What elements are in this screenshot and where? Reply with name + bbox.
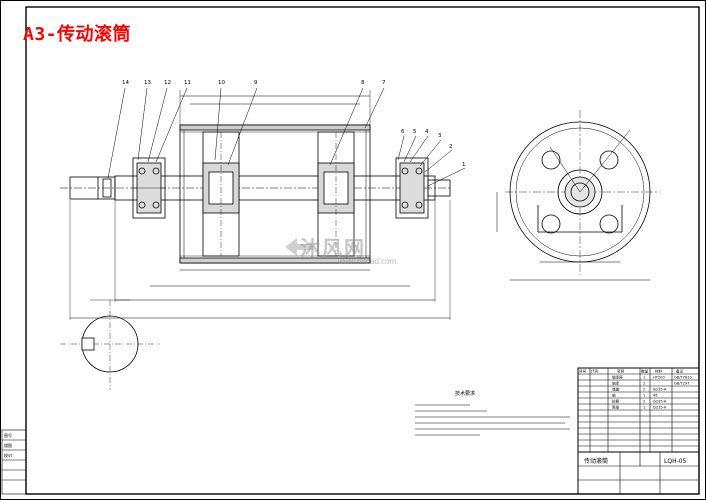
bom-cell: 45 bbox=[653, 394, 658, 398]
bom-cell: 2 bbox=[643, 400, 645, 404]
part-label: 6 bbox=[401, 129, 405, 135]
bom-cell: 2 bbox=[643, 382, 645, 386]
bom-cell: Q235-A bbox=[653, 388, 667, 392]
bom-cell: 数量 bbox=[641, 369, 649, 374]
bom-cell: 端盖 bbox=[612, 387, 620, 392]
bom-cell: 2 bbox=[643, 388, 645, 392]
watermark-url: www.mfcad.com bbox=[338, 257, 397, 266]
part-label: 2 bbox=[449, 144, 453, 150]
bom-cell: 轴 bbox=[612, 393, 616, 398]
bom-cell: Q235-A bbox=[653, 406, 667, 410]
title-block bbox=[577, 367, 700, 495]
left-strip-label: 图号 bbox=[4, 432, 12, 438]
bom-cell: 1 bbox=[643, 406, 645, 410]
front-view bbox=[60, 87, 466, 320]
drawing-name: 传动滚筒 bbox=[584, 457, 608, 465]
bom-cell: HT200 bbox=[653, 376, 665, 380]
part-label: 7 bbox=[382, 80, 386, 86]
shaft-section-view bbox=[60, 299, 160, 390]
bom-cell: GB/T297 bbox=[674, 382, 690, 386]
left-strip-label: 描图 bbox=[4, 442, 12, 448]
drawing-title: A3-传动滚筒 bbox=[23, 24, 132, 45]
bom-cell: 轴承 bbox=[612, 381, 620, 386]
bom-cell: 备注 bbox=[676, 369, 684, 374]
part-label: 4 bbox=[425, 129, 429, 135]
left-strip-label: 校对 bbox=[4, 452, 12, 458]
sheet-border-inner bbox=[25, 6, 700, 495]
part-label: 3 bbox=[438, 133, 442, 139]
part-label: 1 bbox=[462, 162, 466, 168]
left-title-strip bbox=[1, 429, 27, 495]
part-label: 11 bbox=[184, 80, 191, 86]
bom-cell: 代号 bbox=[591, 369, 599, 374]
watermark-text: 沐风网 bbox=[300, 236, 366, 260]
part-label: 13 bbox=[144, 80, 151, 86]
watermark-logo-icon bbox=[285, 238, 313, 256]
bom-cell: 1 bbox=[643, 394, 645, 398]
title-block-text: 序号 代号 名称 数量 材料 备注 轴承座 1 HT200 GB/T7810 轴… bbox=[579, 369, 693, 410]
tech-requirements-heading: 技术要求 bbox=[455, 390, 475, 397]
part-label: 14 bbox=[122, 80, 129, 86]
side-view bbox=[496, 110, 660, 281]
bom-cell: 轴承座 bbox=[612, 375, 623, 380]
bom-cell: 名称 bbox=[617, 369, 625, 374]
part-label: 10 bbox=[218, 80, 225, 86]
part-label: 12 bbox=[164, 80, 171, 86]
bom-cell: 筒皮 bbox=[612, 405, 620, 410]
bom-cell: 1 bbox=[643, 376, 645, 380]
part-labels: 14 13 12 11 10 9 8 7 6 5 4 3 2 1 bbox=[122, 80, 466, 168]
bom-cell: Q235-A bbox=[653, 400, 667, 404]
bom-cell: 轮毂 bbox=[612, 399, 620, 404]
bom-cell: GB/T7810 bbox=[674, 376, 693, 380]
drawing-number: LQH-05 bbox=[664, 458, 687, 465]
part-label: 5 bbox=[413, 129, 417, 135]
bom-cell: 材料 bbox=[655, 369, 663, 374]
tech-requirements: 技术要求 bbox=[415, 390, 570, 436]
part-label: 9 bbox=[254, 80, 258, 86]
part-label: 8 bbox=[361, 80, 365, 86]
bom-cell: 序号 bbox=[579, 369, 587, 374]
